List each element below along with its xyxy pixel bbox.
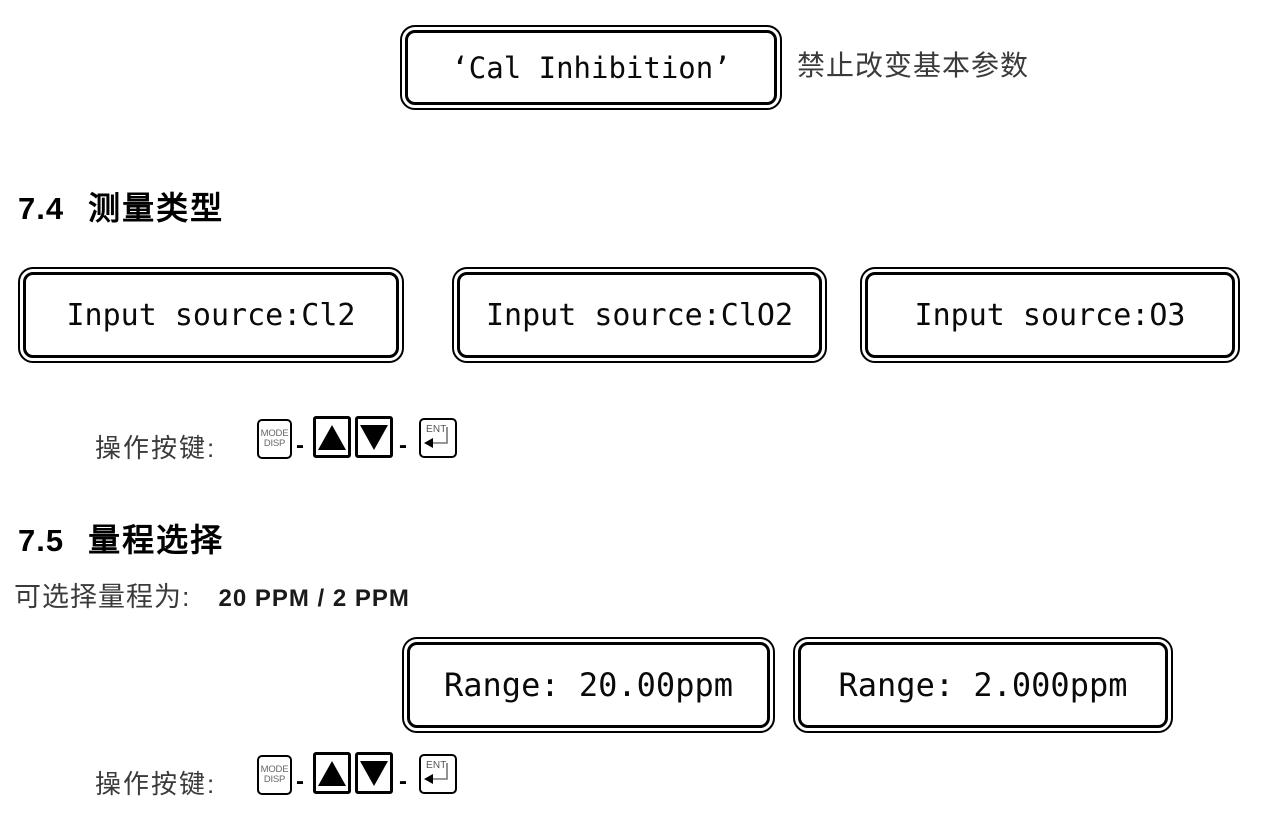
section-7-4-number: 7.4: [18, 191, 65, 226]
range-options-label: 可选择量程为:: [14, 582, 191, 612]
mode-disp-key-icon: MODE DISP: [257, 419, 292, 459]
up-arrow-icon: [318, 760, 346, 786]
ent-key-label: ENT: [426, 760, 447, 771]
down-arrow-key-icon: [355, 752, 393, 794]
key-separator: -: [399, 432, 407, 459]
mode-key-line1: MODE: [260, 427, 289, 439]
enter-return-arrow-icon: [424, 763, 448, 784]
enter-return-arrow-icon: [424, 427, 448, 448]
mode-disp-key-icon: MODE DISP: [257, 755, 292, 795]
keys-legend-label: 操作按键:: [95, 433, 217, 463]
mode-key-line1: MODE: [260, 763, 289, 775]
input-source-o3-display: Input source:O3: [860, 267, 1240, 363]
mode-key-line2: DISP: [263, 774, 286, 785]
range-2ppm-text: Range: 2.000ppm: [798, 642, 1168, 728]
range-20ppm-text: Range: 20.00ppm: [407, 642, 770, 728]
section-7-4-heading: 7.4 测量类型: [18, 183, 224, 229]
keys-legend-label: 操作按键:: [95, 769, 217, 799]
input-source-cl2-display: Input source:Cl2: [18, 267, 404, 363]
cal-inhibition-note: 禁止改变基本参数: [797, 50, 1030, 81]
keys-legend-row-1: 操作按键: MODE DISP - - ENT: [95, 414, 515, 464]
section-7-5-heading: 7.5 量程选择: [18, 515, 224, 561]
section-7-4-title: 测量类型: [88, 190, 225, 226]
ent-key-icon: ENT: [419, 754, 457, 794]
range-20ppm-display: Range: 20.00ppm: [402, 637, 775, 733]
cal-inhibition-display-text: ‘Cal Inhibition’: [405, 30, 777, 105]
ent-key-label: ENT: [426, 424, 447, 435]
keys-legend-row-2: 操作按键: MODE DISP - - ENT: [95, 750, 515, 800]
input-source-o3-text: Input source:O3: [865, 272, 1235, 358]
range-2ppm-display: Range: 2.000ppm: [793, 637, 1173, 733]
down-arrow-icon: [360, 424, 388, 450]
mode-key-line2: DISP: [263, 438, 286, 449]
input-source-clo2-text: Input source:ClO2: [457, 272, 822, 358]
range-options-line: 可选择量程为: 20 PPM / 2 PPM: [14, 575, 410, 614]
key-separator: -: [296, 768, 304, 795]
section-7-5-title: 量程选择: [88, 522, 225, 558]
up-arrow-key-icon: [313, 752, 351, 794]
down-arrow-icon: [360, 760, 388, 786]
up-arrow-icon: [318, 424, 346, 450]
input-source-clo2-display: Input source:ClO2: [452, 267, 827, 363]
cal-inhibition-display: ‘Cal Inhibition’: [400, 25, 782, 110]
ent-key-icon: ENT: [419, 418, 457, 458]
key-separator: -: [296, 432, 304, 459]
up-arrow-key-icon: [313, 416, 351, 458]
section-7-5-number: 7.5: [18, 523, 65, 558]
key-separator: -: [399, 768, 407, 795]
range-options-value: 20 PPM / 2 PPM: [218, 585, 410, 612]
input-source-cl2-text: Input source:Cl2: [23, 272, 399, 358]
down-arrow-key-icon: [355, 416, 393, 458]
